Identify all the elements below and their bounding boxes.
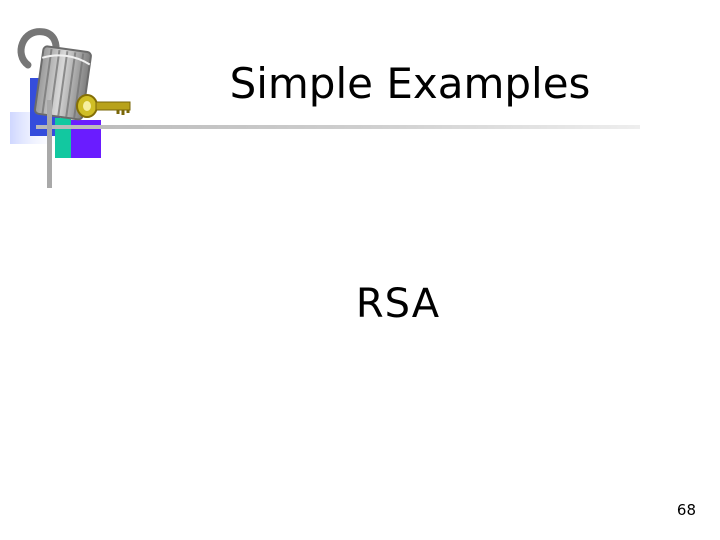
slide-title: Simple Examples <box>229 59 591 108</box>
padlock-key-icon <box>10 28 131 188</box>
page-number: 68 <box>676 501 696 519</box>
logo-vertical-rule <box>47 100 52 188</box>
logo-teal-block <box>55 118 71 158</box>
gold-key <box>76 94 131 118</box>
lock-shackle <box>17 28 60 69</box>
slide-body-text: RSA <box>355 281 441 327</box>
title-rule <box>36 125 640 129</box>
